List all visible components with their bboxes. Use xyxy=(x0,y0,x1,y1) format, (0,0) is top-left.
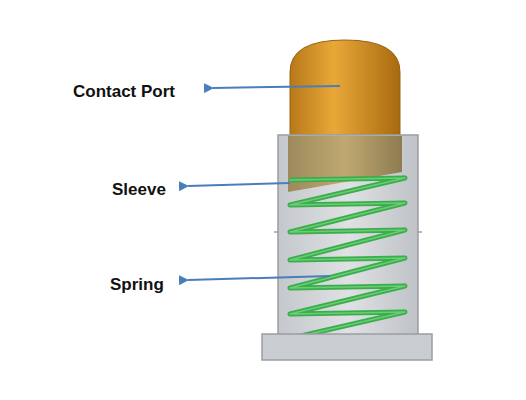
sleeve-flange xyxy=(262,334,432,360)
leader-arrow xyxy=(188,183,290,186)
contact-cap xyxy=(290,40,400,150)
leader-arrow xyxy=(213,86,340,88)
spring-coil xyxy=(290,178,405,338)
sleeve-body xyxy=(278,135,418,340)
part-label: Spring xyxy=(110,275,164,295)
part-label: Contact Port xyxy=(73,82,175,102)
leader-arrow xyxy=(188,276,330,280)
part-label: Sleeve xyxy=(112,180,166,200)
